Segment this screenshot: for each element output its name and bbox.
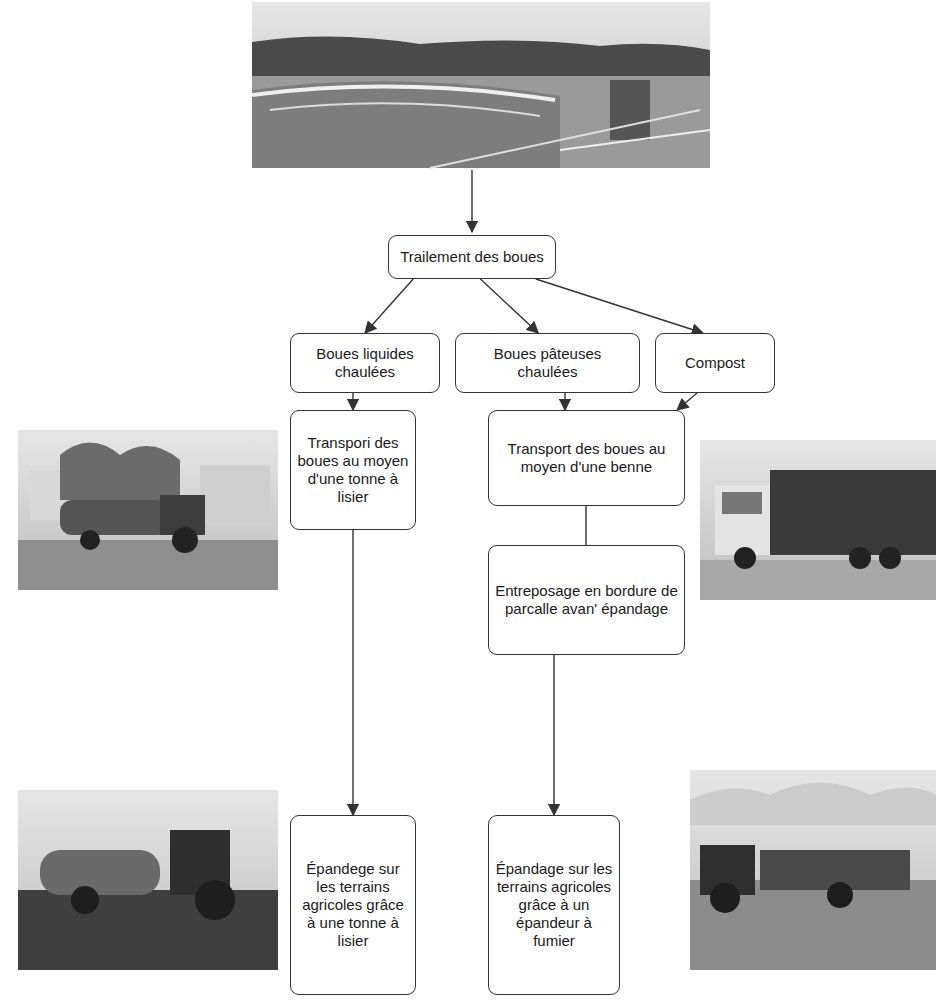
box-label: Boues pâteuses chaulées [462,345,633,381]
flow-arrow [564,393,565,410]
plant-photo [252,2,710,168]
flow-arrow [677,393,697,410]
process-box: Entreposage en bordure de parcalle avan'… [488,545,685,655]
manure-spreader-photo [690,770,936,970]
box-label: Transpori des boues au moyen d'une tonne… [297,434,409,506]
box-label: Trailement des boues [400,248,544,266]
flow-arrow [585,506,586,545]
process-box: Transpori des boues au moyen d'une tonne… [290,410,416,530]
process-box: Épandage sur les terrains agricoles grâc… [488,815,620,995]
box-label: Épandege sur les terrains agricoles grâc… [297,860,409,950]
flow-arrow [553,655,554,815]
process-box: Trailement des boues [388,235,556,279]
tanker-photo [18,430,278,590]
flow-arrow [471,170,472,232]
process-box: Boues liquides chaulées [290,333,440,393]
process-box: Transport des boues au moyen d'une benne [488,410,685,506]
truck-photo [700,440,936,600]
flow-arrow [352,530,353,815]
box-label: Compost [685,354,745,372]
spreading-tanker-photo [18,790,278,970]
flow-arrow [352,393,353,410]
flow-arrow [365,279,413,333]
process-box: Boues pâteuses chaulées [455,333,640,393]
box-label: Épandage sur les terrains agricoles grâc… [495,860,613,950]
box-label: Boues liquides chaulées [297,345,433,381]
box-label: Entreposage en bordure de parcalle avan'… [495,582,678,618]
flow-arrow [536,279,703,333]
box-label: Transport des boues au moyen d'une benne [495,440,678,476]
process-box: Compost [655,333,775,393]
process-box: Épandege sur les terrains agricoles grâc… [290,815,416,995]
flow-arrow [480,279,538,333]
